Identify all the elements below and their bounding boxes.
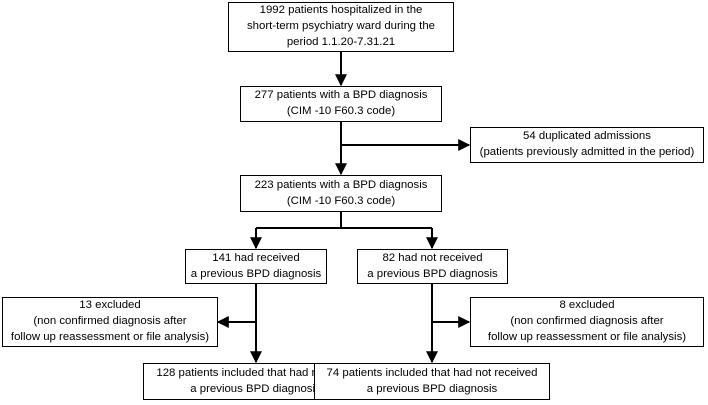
node-duplicated-54: 54 duplicated admissions (patients previ… xyxy=(470,127,704,163)
node-duplicated-54-text: 54 duplicated admissions (patients previ… xyxy=(479,130,695,158)
node-bpd-223: 223 patients with a BPD diagnosis (CIM -… xyxy=(240,175,442,212)
node-bpd-223-text: 223 patients with a BPD diagnosis (CIM -… xyxy=(254,178,428,207)
node-excluded-8: 8 excluded (non confirmed diagnosis afte… xyxy=(470,297,704,347)
node-bpd-277: 277 patients with a BPD diagnosis (CIM -… xyxy=(240,86,442,122)
node-received-141: 141 had received a previous BPD diagnosi… xyxy=(185,249,327,284)
node-hospitalized-1992-text: 1992 patients hospitalized in the short-… xyxy=(246,4,436,48)
node-not-received-82-text: 82 had not received a previous BPD diagn… xyxy=(367,251,498,280)
node-excluded-8-text: 8 excluded (non confirmed diagnosis afte… xyxy=(487,299,687,343)
node-bpd-277-text: 277 patients with a BPD diagnosis (CIM -… xyxy=(254,89,428,117)
node-not-received-82: 82 had not received a previous BPD diagn… xyxy=(357,249,508,284)
node-received-141-text: 141 had received a previous BPD diagnosi… xyxy=(190,251,322,280)
node-excluded-13-text: 13 excluded (non confirmed diagnosis aft… xyxy=(10,299,210,343)
node-included-74: 74 patients included that had not receiv… xyxy=(314,363,550,400)
node-hospitalized-1992: 1992 patients hospitalized in the short-… xyxy=(228,2,454,52)
node-excluded-13: 13 excluded (non confirmed diagnosis aft… xyxy=(2,297,218,347)
node-included-74-text: 74 patients included that had not receiv… xyxy=(326,366,538,395)
